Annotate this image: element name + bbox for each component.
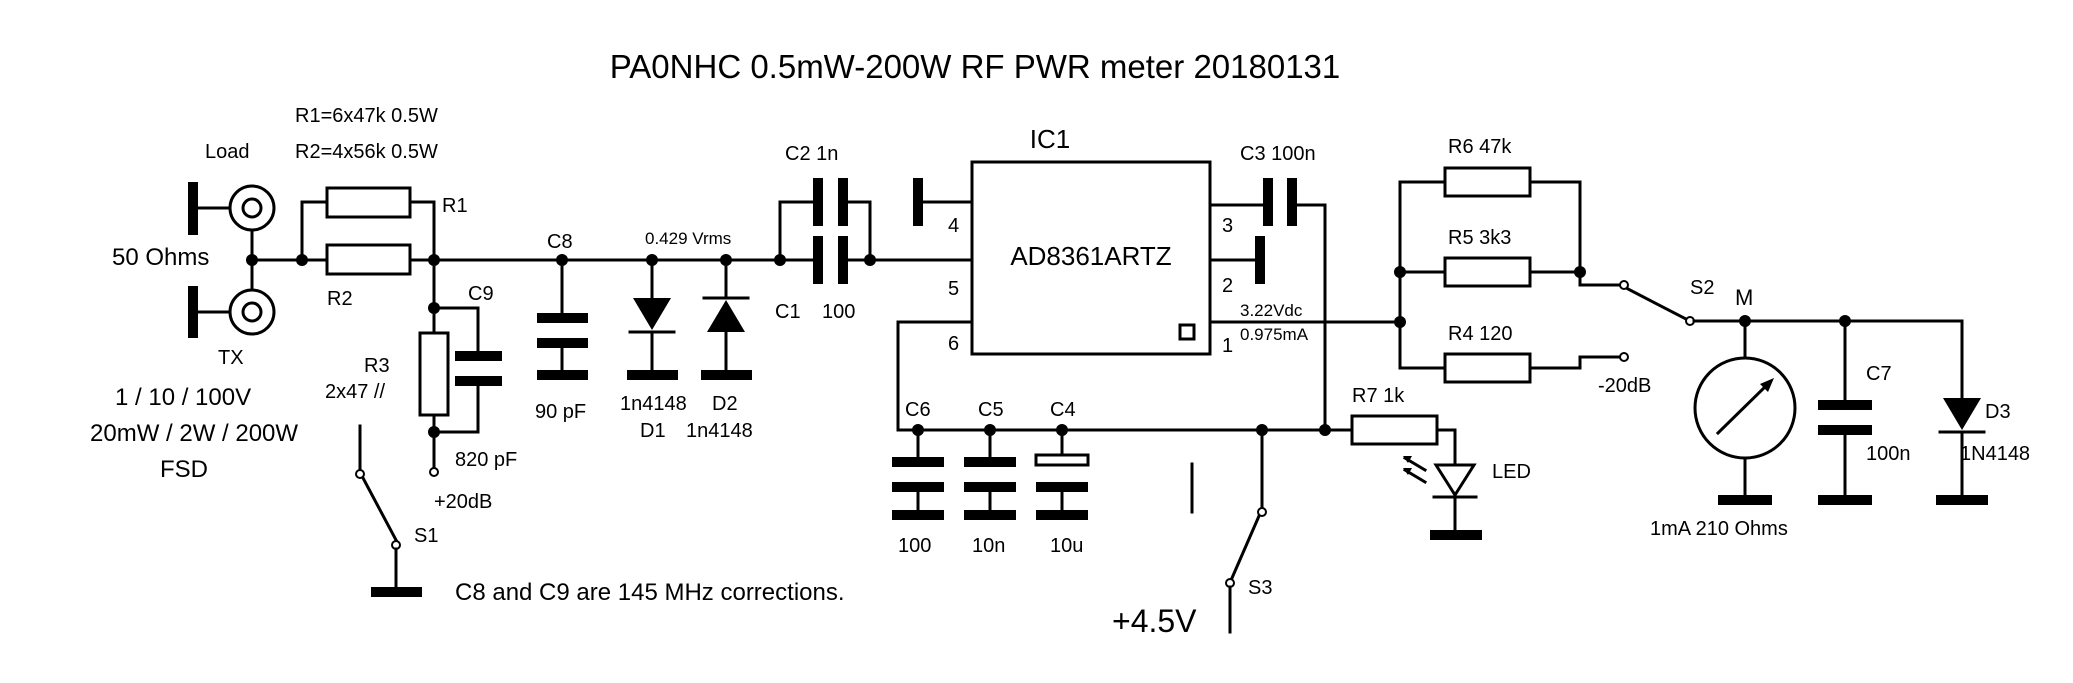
r7-label: R7 1k	[1352, 385, 1405, 407]
r1-resistor	[325, 186, 412, 219]
c3-label: C3 100n	[1240, 143, 1316, 165]
pin1-label: 1	[1222, 335, 1233, 357]
ic1-part: AD8361ARTZ	[1010, 241, 1171, 271]
r3-label: R3	[364, 355, 390, 377]
c2-label: C2 1n	[785, 143, 838, 165]
minus20db-label: -20dB	[1598, 375, 1651, 397]
c3-capacitor	[1263, 178, 1327, 226]
plus20db-label: +20dB	[434, 491, 492, 513]
d3-diode	[1936, 319, 1988, 505]
c5-label: C5	[978, 399, 1004, 421]
meter-spec-label: 1mA 210 Ohms	[1650, 518, 1788, 540]
c7-capacitor	[1818, 319, 1872, 505]
load-label: Load	[205, 141, 250, 163]
c1-value: 100	[822, 301, 855, 323]
r3-resistor	[418, 331, 450, 417]
r2-spec-label: R2=4x56k 0.5W	[295, 141, 438, 163]
fsd-power-label: 20mW / 2W / 200W	[90, 420, 298, 447]
c7-value: 100n	[1866, 443, 1911, 465]
r1-label: R1	[442, 195, 468, 217]
tx-connector	[188, 286, 276, 338]
tx-label: TX	[218, 347, 244, 369]
meter-label: M	[1735, 285, 1753, 310]
c4-value: 10u	[1050, 535, 1083, 557]
s1-switch	[355, 424, 422, 597]
c9-value: 820 pF	[455, 449, 517, 471]
c7-label: C7	[1866, 363, 1892, 385]
r2-label: R2	[327, 288, 353, 310]
pin4-label: 4	[948, 215, 959, 237]
meter-gauge	[1693, 319, 1797, 505]
fsd-volts-label: 1 / 10 / 100V	[115, 384, 251, 411]
s1-label: S1	[414, 525, 438, 547]
c8-capacitor	[537, 258, 588, 380]
r4-resistor	[1443, 352, 1532, 384]
r5-resistor	[1443, 256, 1532, 288]
c5-capacitor	[964, 428, 1016, 520]
s3-switch	[1190, 428, 1267, 634]
d3-label: D3	[1985, 401, 2011, 423]
impedance-label: 50 Ohms	[112, 244, 209, 271]
r5-label: R5 3k3	[1448, 227, 1511, 249]
r1-spec-label: R1=6x47k 0.5W	[295, 105, 438, 127]
d2-type-label: 1n4148	[686, 420, 753, 442]
d2-label: D2	[712, 393, 738, 415]
ma-label: 0.975mA	[1240, 325, 1309, 344]
r6-label: R6 47k	[1448, 136, 1512, 158]
led-label: LED	[1492, 461, 1531, 483]
pin5-label: 5	[948, 278, 959, 300]
pin3-label: 3	[1222, 215, 1233, 237]
c9-label: C9	[468, 283, 494, 305]
d1-label: D1	[640, 420, 666, 442]
ic1-label: IC1	[1030, 124, 1070, 154]
d2-diode	[701, 258, 752, 380]
led-diode	[1402, 455, 1482, 540]
d3-type-label: 1N4148	[1960, 443, 2030, 465]
r2-resistor	[325, 243, 412, 276]
d1-type-label: 1n4148	[620, 393, 687, 415]
correction-note: C8 and C9 are 145 MHz corrections.	[455, 579, 845, 606]
c5-value: 10n	[972, 535, 1005, 557]
pin6-label: 6	[948, 333, 959, 355]
c6-capacitor	[892, 428, 944, 520]
ic1-chip	[970, 160, 1212, 356]
r4-label: R4 120	[1448, 323, 1513, 345]
c4-capacitor	[1034, 428, 1090, 520]
c8-value: 90 pF	[535, 401, 586, 423]
c6-value: 100	[898, 535, 931, 557]
c8-label: C8	[547, 231, 573, 253]
fsd-label: FSD	[160, 456, 208, 483]
c1-label: C1	[775, 301, 801, 323]
diagram-title: PA0NHC 0.5mW-200W RF PWR meter 20180131	[610, 48, 1341, 85]
c9-capacitor	[455, 306, 502, 434]
s3-label: S3	[1248, 577, 1272, 599]
c2-capacitor	[778, 178, 872, 226]
load-connector	[188, 182, 276, 235]
pin2-label: 2	[1222, 275, 1233, 297]
s2-label: S2	[1690, 277, 1714, 299]
vdc-label: 3.22Vdc	[1240, 301, 1303, 320]
vrms-label: 0.429 Vrms	[645, 229, 731, 248]
r6-resistor	[1443, 166, 1532, 198]
r3-value: 2x47 //	[325, 381, 385, 403]
c6-label: C6	[905, 399, 931, 421]
r7-resistor	[1350, 414, 1439, 446]
c4-label: C4	[1050, 399, 1076, 421]
d1-diode	[627, 258, 678, 380]
s2-switch	[1625, 286, 1695, 326]
c1-capacitor	[813, 236, 848, 284]
supply-label: +4.5V	[1112, 603, 1197, 639]
